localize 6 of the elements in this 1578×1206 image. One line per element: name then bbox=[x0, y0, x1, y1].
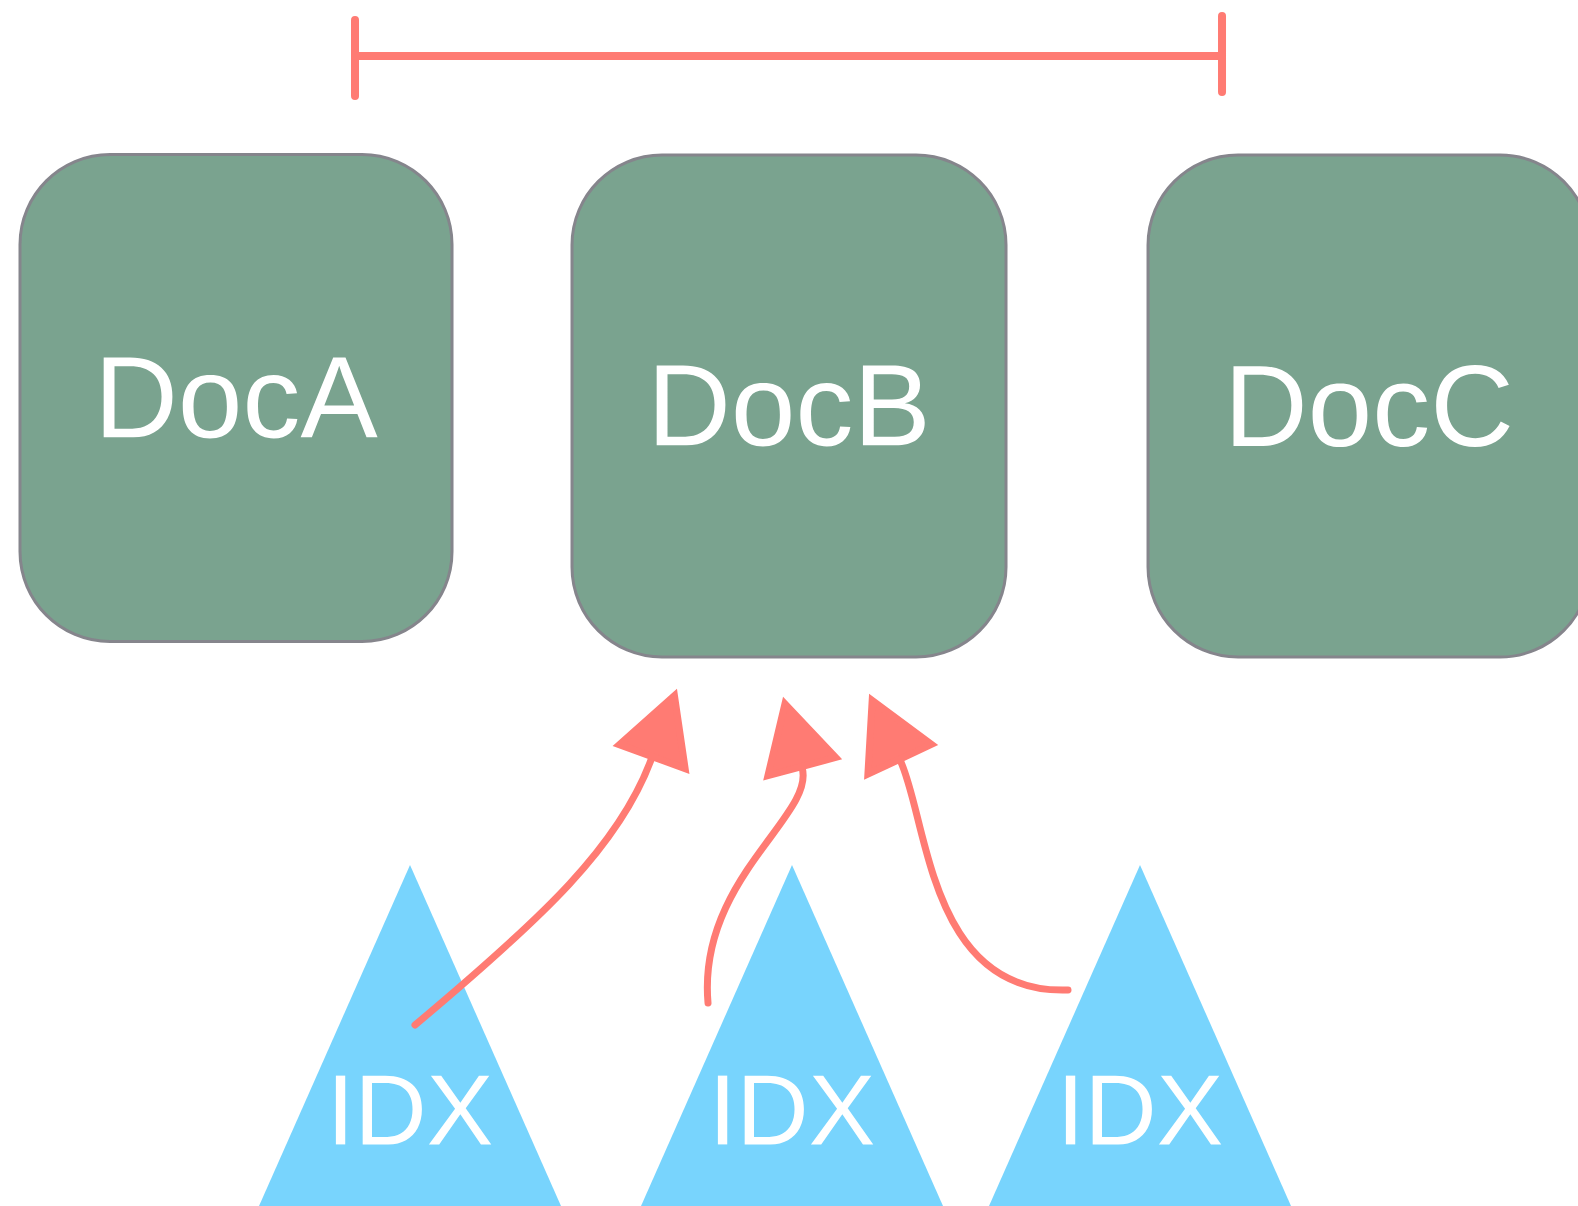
document-box: DocA bbox=[18, 153, 454, 643]
index-triangle: IDX bbox=[641, 865, 943, 1206]
index-triangle: IDX bbox=[259, 865, 561, 1206]
document-box: DocC bbox=[1146, 153, 1578, 659]
index-triangle: IDX bbox=[989, 865, 1291, 1206]
document-box: DocB bbox=[570, 153, 1008, 659]
